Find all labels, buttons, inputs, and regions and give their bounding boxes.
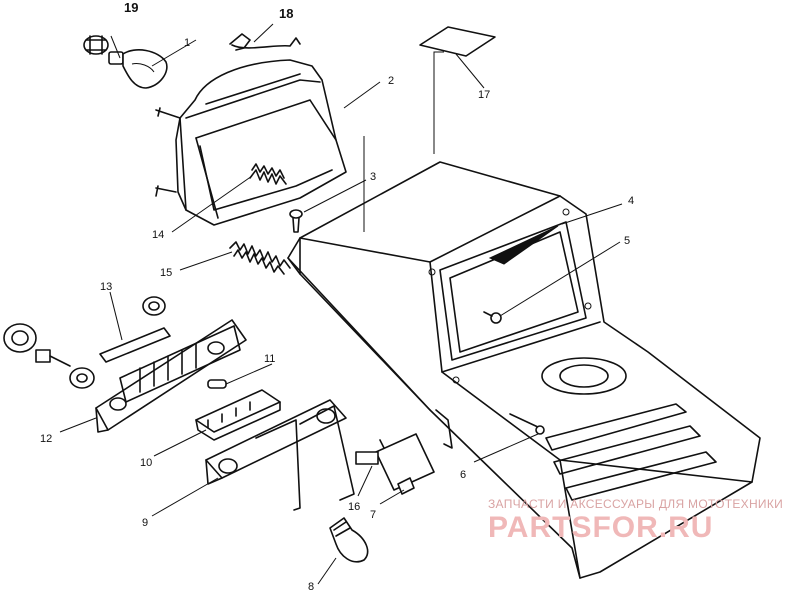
- callout-14: 14: [152, 229, 164, 241]
- callout-9: 9: [142, 517, 148, 529]
- part-15-spring-lower: [229, 241, 291, 275]
- leader-lines: [59, 23, 623, 585]
- callout-5: 5: [624, 235, 630, 247]
- part-5-screw: [483, 311, 502, 324]
- callout-16: 16: [348, 501, 360, 513]
- part-8-bulb: [329, 517, 369, 563]
- callout-18: 18: [279, 6, 293, 21]
- callout-11: 11: [264, 353, 275, 365]
- part-16-switch: [355, 433, 435, 491]
- part-18-wire-clip: [229, 33, 301, 51]
- callout-1: 1: [184, 37, 190, 49]
- part-12-switch-panel: [95, 319, 247, 433]
- callout-7: 7: [370, 509, 376, 521]
- part-9-bracket: [205, 399, 355, 511]
- part-14-spring-upper: [249, 163, 287, 185]
- part-7-connector: [397, 477, 415, 495]
- part-11-fuse: [207, 379, 227, 389]
- callout-12: 12: [40, 433, 52, 445]
- part-2-headlight-housing: [155, 59, 347, 226]
- part-1-headlight-bulb: [108, 49, 168, 89]
- part-6-screw: [509, 413, 545, 435]
- callout-10: 10: [140, 457, 152, 469]
- watermark-tagline: ЗАПЧАСТИ И АКСЕССУАРЫ ДЛЯ МОТОТЕХНИКИ: [488, 497, 784, 511]
- callout-8: 8: [308, 581, 314, 592]
- callout-labels: 19 1 18 2 3 4 5 6 7 8 9 10 11 12 13 14 1…: [40, 0, 634, 592]
- callout-2: 2: [388, 75, 394, 87]
- callout-15: 15: [160, 267, 172, 279]
- part-3-screw: [289, 209, 303, 233]
- callout-3: 3: [370, 171, 376, 183]
- part-13-bar: [99, 327, 171, 363]
- part-10-fuse-block: [195, 389, 281, 441]
- watermark-logo: PARTSFOR.RU: [488, 511, 714, 544]
- part-13-grommet: [142, 296, 166, 316]
- part-19-bulb-socket: [83, 35, 109, 55]
- part-17-decal: [419, 26, 496, 57]
- callout-19: 19: [124, 0, 138, 15]
- part-12-ignition-switch: [3, 323, 95, 389]
- callout-6: 6: [460, 469, 466, 481]
- callout-13: 13: [100, 281, 112, 293]
- part-4-console: [287, 161, 761, 579]
- callout-4: 4: [628, 195, 634, 207]
- callout-17: 17: [478, 89, 490, 101]
